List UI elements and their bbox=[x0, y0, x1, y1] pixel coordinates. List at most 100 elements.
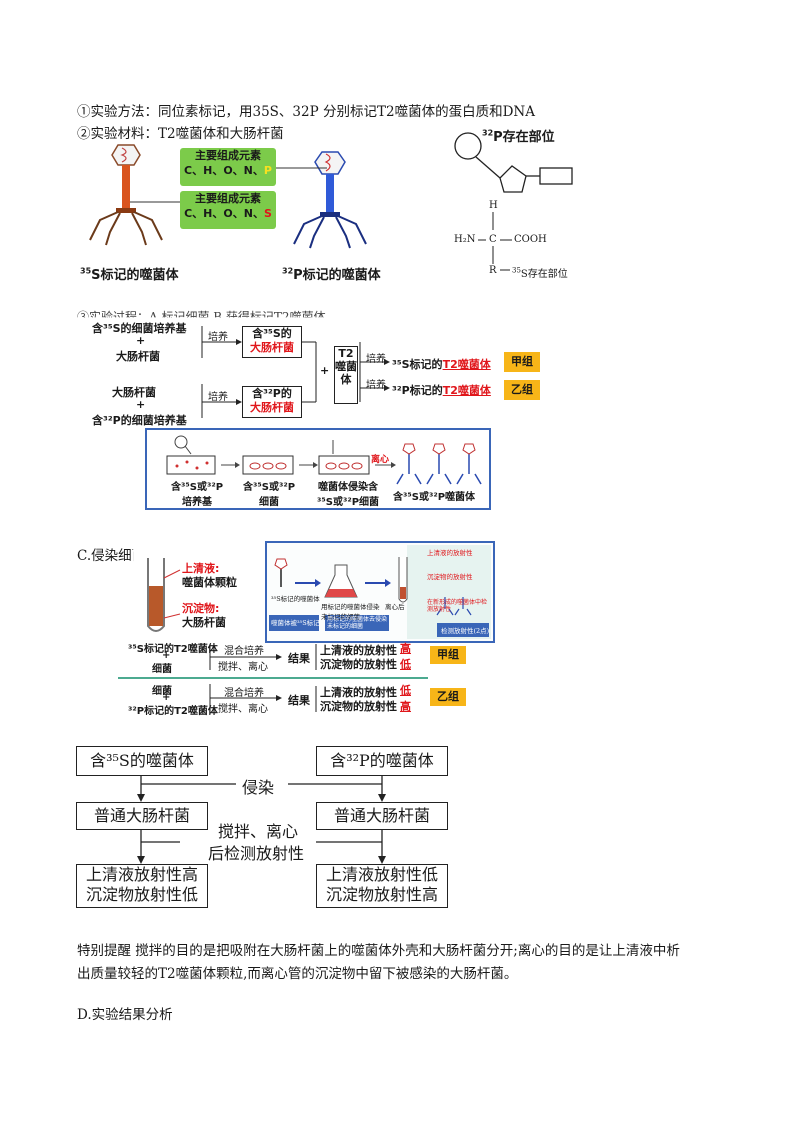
infect-result-flow: ³⁵S标记的T2噬菌体 + 细菌 混合培养 搅拌、离心 结果 上清液的放射性 沉… bbox=[118, 640, 468, 718]
p-ecoli-box: 含³²P的大肠杆菌 bbox=[242, 386, 302, 418]
infect-tag-b: 乙组 bbox=[430, 688, 466, 706]
method-line: ①实验方法：同位素标记，用35S、32P 分别标记T2噬菌体的蛋白质和DNA bbox=[77, 104, 535, 120]
summary-detect: 后检测放射性 bbox=[208, 844, 305, 863]
strip-step-4: 含³⁵S或³²P噬菌体 bbox=[393, 492, 476, 503]
p-t2-result: ³²P标记的T2噬菌体 bbox=[392, 384, 491, 397]
sup-a: 上清液的放射性 bbox=[320, 644, 397, 657]
chem-figure: 32P存在部位 H H₂N C COOH R 35S存在部位 bbox=[448, 126, 588, 286]
s-elements-box: 主要组成元素 C、H、O、N、S bbox=[180, 191, 276, 229]
tube-figure: 上清液: 噬菌体颗粒 沉淀物: 大肠杆菌 bbox=[140, 556, 260, 636]
labeling-lines bbox=[201, 326, 390, 418]
panel-cap-1: ³⁵S标记的噬菌体 bbox=[271, 595, 320, 603]
panel-note-b: 用标记的噬菌体去侵染未标记的细菌 bbox=[327, 616, 388, 630]
group-b-phage: ³²P标记的T2噬菌体 bbox=[128, 706, 218, 717]
plus-b: + bbox=[162, 692, 171, 703]
cooh-group: COOH bbox=[514, 234, 547, 245]
strip-centrifuge: 离心 bbox=[371, 455, 390, 465]
plus-sign-3: + bbox=[320, 364, 330, 377]
tip-line-1: 特别提醒 搅拌的目的是把吸附在大肠杆菌上的噬菌体外壳和大肠杆菌分开;离心的目的是… bbox=[77, 943, 680, 959]
mix-a: 混合培养 bbox=[224, 646, 264, 657]
tip-line-2: 出质量较轻的T2噬菌体颗粒,而离心管的沉淀物中留下被感染的大肠杆菌。 bbox=[77, 966, 518, 982]
material-line: ②实验材料：T2噬菌体和大肠杆菌 bbox=[77, 126, 284, 142]
sup-a-value: 高 bbox=[400, 642, 411, 655]
sed-b-value: 高 bbox=[400, 700, 411, 713]
summary-left-top: 含³⁵S的噬菌体 bbox=[76, 746, 208, 776]
p-site-label: 32P存在部位 bbox=[482, 128, 555, 145]
labeling-flow: 含³⁵S的细菌培养基 + 大肠杆菌 大肠杆菌 + 含³²P的细菌培养基 培养 培… bbox=[84, 318, 544, 427]
sed-a-value: 低 bbox=[400, 658, 411, 671]
p-phage-label: 32P标记的噬菌体 bbox=[282, 266, 381, 283]
strip-drawings bbox=[166, 435, 482, 485]
panel-n3: 在新形成的噬菌体中检测放射性 bbox=[427, 599, 488, 613]
summary-left-mid: 普通大肠杆菌 bbox=[76, 802, 208, 830]
panel-note-a: 噬菌体被³⁵S标记 bbox=[271, 619, 320, 627]
supernatant-label: 上清液: bbox=[182, 562, 220, 575]
process-line: ③实验过程：A.标记细菌 B.获得标记T2噬菌体 bbox=[77, 310, 326, 324]
phage-figure: 主要组成元素 C、H、O、N、P 主要组成元素 C、H、O、N、S 35S标记的… bbox=[80, 140, 410, 285]
ecoli-label-2: 大肠杆菌 bbox=[112, 386, 156, 399]
panel-cap-2: 用标记的噬菌体侵染未标记的细菌 bbox=[321, 603, 380, 621]
result-b: 结果 bbox=[288, 694, 310, 707]
sediment-label: 沉淀物: bbox=[182, 602, 220, 615]
plus-a: + bbox=[162, 650, 171, 661]
analysis-title: D.实验结果分析 bbox=[77, 1007, 173, 1023]
sediment-desc: 大肠杆菌 bbox=[182, 616, 226, 629]
p-labeled-phage bbox=[293, 151, 367, 249]
stir-a: 搅拌、离心 bbox=[218, 662, 268, 673]
ecoli-label: 大肠杆菌 bbox=[116, 350, 160, 363]
sed-b: 沉淀物的放射性 bbox=[320, 700, 397, 713]
plus-sign-2: + bbox=[136, 398, 146, 411]
tube-drawing bbox=[147, 558, 181, 632]
sup-b: 上清液的放射性 bbox=[320, 686, 397, 699]
culture-right-2: 培养 bbox=[366, 380, 386, 391]
phage-drawings bbox=[89, 144, 367, 249]
s-medium-label: 含³⁵S的细菌培养基 bbox=[92, 322, 187, 335]
stir-b: 搅拌、离心 bbox=[218, 704, 268, 715]
panel-n2: 沉淀物的放射性 bbox=[427, 573, 473, 581]
plus-sign: + bbox=[136, 334, 146, 347]
group-b-tag: 乙组 bbox=[504, 380, 540, 400]
culture-right-1: 培养 bbox=[366, 354, 386, 365]
culture-bot: 培养 bbox=[208, 392, 228, 403]
summary-flowchart: 含³⁵S的噬菌体 含³²P的噬菌体 侵染 普通大肠杆菌 普通大肠杆菌 搅拌、离心… bbox=[76, 746, 448, 908]
group-a-phage: ³⁵S标记的T2噬菌体 bbox=[128, 644, 218, 655]
s-labeled-phage bbox=[89, 144, 163, 246]
mix-b: 混合培养 bbox=[224, 688, 264, 699]
h2n-group: H₂N bbox=[454, 234, 476, 245]
s-t2-result: ³⁵S标记的T2噬菌体 bbox=[392, 358, 491, 371]
panel-n1: 上清液的放射性 bbox=[427, 549, 473, 557]
summary-arrows bbox=[137, 774, 386, 864]
group-b-bacteria: 细菌 bbox=[152, 686, 172, 697]
infection-panel: ³⁵S标记的噬菌体 用标记的噬菌体侵染未标记的细菌 离心后 噬菌体被³⁵S标记 … bbox=[265, 541, 495, 643]
sed-a: 沉淀物的放射性 bbox=[320, 658, 397, 671]
panel-drawings bbox=[269, 545, 491, 639]
h-atom: H bbox=[489, 200, 498, 211]
panel-n4: 检测放射性(2点) bbox=[441, 627, 490, 635]
supernatant-desc: 噬菌体颗粒 bbox=[182, 576, 237, 589]
group-a-bacteria: 细菌 bbox=[152, 664, 172, 675]
group-a-tag: 甲组 bbox=[504, 352, 540, 372]
nucleotide-aminoacid-drawing bbox=[454, 132, 573, 271]
summary-right-mid: 普通大肠杆菌 bbox=[316, 802, 448, 830]
p-medium-label: 含³²P的细菌培养基 bbox=[92, 414, 187, 427]
p-elements-box: 主要组成元素 C、H、O、N、P bbox=[180, 148, 276, 186]
s-site-label: 35S存在部位 bbox=[512, 266, 568, 280]
summary-left-result: 上清液放射性高沉淀物放射性低 bbox=[76, 864, 208, 908]
result-a: 结果 bbox=[288, 652, 310, 665]
summary-right-top: 含³²P的噬菌体 bbox=[316, 746, 448, 776]
sup-b-value: 低 bbox=[400, 684, 411, 697]
r-group: R bbox=[489, 265, 497, 276]
summary-infect: 侵染 bbox=[242, 778, 275, 797]
s-ecoli-box: 含³⁵S的大肠杆菌 bbox=[242, 326, 302, 358]
infect-result-lines bbox=[118, 644, 428, 714]
infect-title: C.侵染细菌 bbox=[77, 548, 146, 564]
culture-top: 培养 bbox=[208, 332, 228, 343]
s-phage-label: 35S标记的噬菌体 bbox=[80, 266, 179, 283]
summary-right-result: 上清液放射性低沉淀物放射性高 bbox=[316, 864, 448, 908]
c-atom: C bbox=[489, 234, 497, 245]
infect-tag-a: 甲组 bbox=[430, 646, 466, 664]
